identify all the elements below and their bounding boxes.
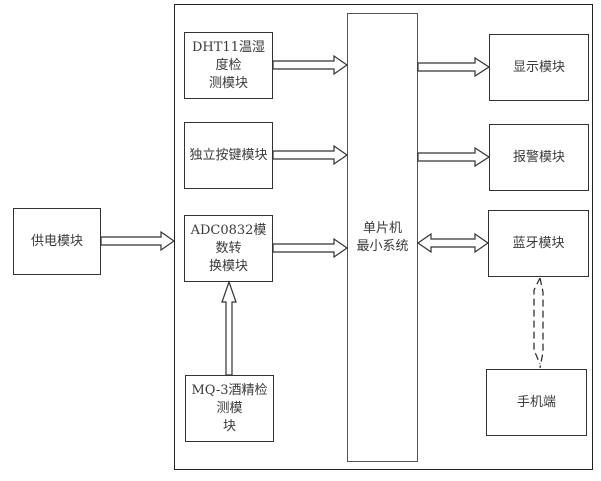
display-module-label: 显示模块	[512, 59, 565, 75]
adc-module-label: ADC0832模数转 换模块	[190, 222, 267, 274]
alarm-module-label: 报警模块	[512, 149, 565, 165]
mcu-system-label: 单片机 最小系统	[356, 220, 409, 254]
arrow-power-to-frame	[100, 230, 176, 252]
keys-module-label: 独立按键模块	[189, 147, 268, 163]
mcu-system-box: 单片机 最小系统	[347, 13, 418, 462]
dht11-module-box: DHT11温湿度检 测模块	[184, 32, 273, 99]
adc-module-box: ADC0832模数转 换模块	[184, 215, 273, 282]
mq3-module-label: MQ-3酒精检测模 块	[191, 382, 268, 434]
keys-module-box: 独立按键模块	[184, 122, 273, 189]
alarm-module-box: 报警模块	[489, 124, 589, 191]
phone-box: 手机端	[486, 369, 587, 436]
phone-label: 手机端	[516, 394, 556, 410]
bluetooth-module-label: 蓝牙模块	[512, 235, 565, 251]
display-module-box: 显示模块	[489, 34, 589, 101]
power-module-label: 供电模块	[30, 233, 83, 249]
mq3-module-box: MQ-3酒精检测模 块	[185, 375, 274, 442]
dht11-module-label: DHT11温湿度检 测模块	[192, 39, 265, 91]
power-module-box: 供电模块	[13, 208, 101, 275]
bluetooth-module-box: 蓝牙模块	[488, 210, 589, 277]
